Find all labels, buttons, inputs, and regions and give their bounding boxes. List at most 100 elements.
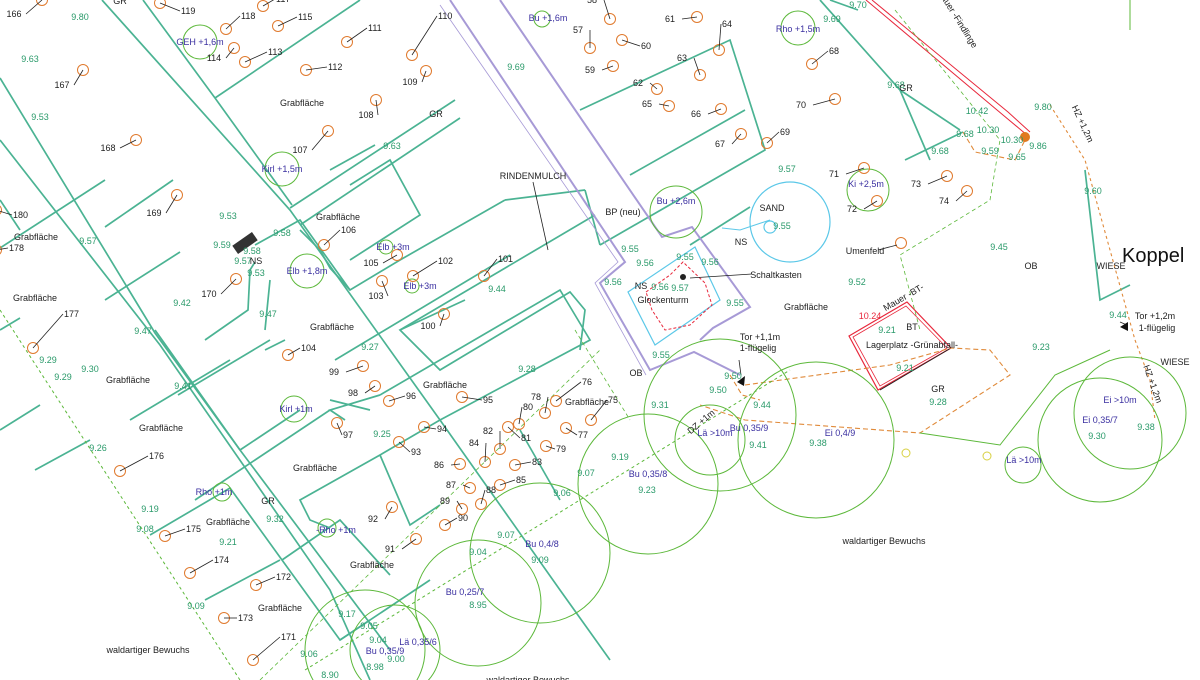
gate-arrow-icon [737,376,745,386]
grave-marker-icon [439,519,451,531]
plot-boundary [519,429,561,501]
leader-line [220,278,237,295]
leader-line [287,347,301,356]
grave-number: 62 [633,78,643,88]
grave-number: 73 [911,179,921,189]
labels: 1661191181171151141131121111101091081071… [6,0,1189,680]
grave-number: 101 [498,254,513,264]
tree-canopy [674,404,746,476]
plot-boundary [398,290,586,372]
boundary-dashed [304,369,791,671]
leader-line [164,528,186,537]
tree-canopy [414,539,542,667]
elevation-value: 9.04 [469,547,487,557]
grave-marker-icon [184,567,196,579]
leader-line [812,98,836,106]
grave-marker-icon [322,125,334,137]
grave-number: 171 [281,632,296,642]
grave-number: 102 [438,256,453,266]
tree-canopy [317,518,337,538]
rotated-label: HZ +1,2m [1141,364,1164,405]
grave-marker-icon [407,270,419,282]
tree-label: Ei 0,4/9 [825,428,856,438]
grave-marker-icon [114,465,126,477]
leader-line [811,50,829,65]
leader-line [565,427,578,436]
grave-marker-icon [829,93,841,105]
grave-marker-icon [272,20,284,32]
tree-canopy [280,395,308,423]
grave-marker-icon [715,103,727,115]
elevation-value: 9.25 [373,429,391,439]
leader-line [731,133,742,145]
leader-line [707,108,722,115]
leader-line [412,260,438,277]
plot-boundary [264,279,271,331]
elevation-value: 9.29 [39,355,57,365]
leader-line [738,359,742,376]
area-label: Lagerplatz -Grünabfall- [866,340,958,350]
grave-number: 93 [411,447,421,457]
grave-number: 113 [268,47,282,57]
leader-line [693,57,701,76]
plot-boundary [349,158,422,261]
elevation-value: 9.47 [134,326,152,336]
leader-line [555,381,582,402]
rotated-label: Mauer -BT- [882,282,926,313]
elevation-value: 9.23 [1032,342,1050,352]
grave-marker-icon [694,69,706,81]
tree-label: Bu 0,35/9 [366,646,405,656]
grave-marker-icon [560,422,572,434]
grave-number: 177 [64,309,79,319]
plot-lines [0,0,1156,680]
plot-boundary [328,394,381,421]
leader-line [766,131,780,144]
elevation-value: 9.86 [1029,141,1047,151]
grave-marker-icon [159,530,171,542]
elevation-value: 9.07 [497,530,515,540]
grave-marker-icon [282,349,294,361]
plot-boundary [0,199,21,231]
plot-boundary [299,229,351,291]
elevation-value: 9.08 [136,524,154,534]
grave-number: 81 [521,433,531,443]
tree-label: Bu +2,6m [657,196,696,206]
elevation-value: 9.53 [219,211,237,221]
plot-boundary [871,0,1031,133]
tree-canopy [577,413,719,555]
leader-line [603,0,611,20]
area-label: GR [931,384,945,394]
grave-number: 112 [328,62,342,72]
grave-number: 69 [780,127,790,137]
elevation-value: 9.69 [823,14,841,24]
grave-number: 106 [341,225,356,235]
leader-line [689,273,753,279]
grave-number: 64 [722,19,732,29]
grave-number: 86 [434,460,444,470]
area-label: Umenfeld [846,246,885,256]
leader-line [955,190,968,202]
grave-number: 90 [458,513,468,523]
leader-line [681,16,698,20]
fence [1049,104,1156,421]
storage-wall-inner [852,305,948,387]
grave-marker-icon [370,94,382,106]
grave-marker-icon [0,245,2,255]
leader-line [499,479,516,486]
elevation-value: 9.52 [848,277,866,287]
leader-line [545,445,556,450]
elevation-value: 9.45 [990,242,1008,252]
leader-line [927,175,948,185]
elevation-value: 9.05 [360,621,378,631]
grave-marker-icon [406,49,418,61]
tree-label: Bu +1,6m [529,13,568,23]
grave-marker-icon [761,137,773,149]
grave-number: 105 [363,258,378,268]
area-label: Grabfläche [350,560,394,570]
tree-label: Kirl +1m [279,404,312,414]
leader-line [462,484,471,489]
elevation-value: 8.90 [321,670,339,680]
elevation-value: 9.63 [383,141,401,151]
elevation-value: 9.30 [81,364,99,374]
